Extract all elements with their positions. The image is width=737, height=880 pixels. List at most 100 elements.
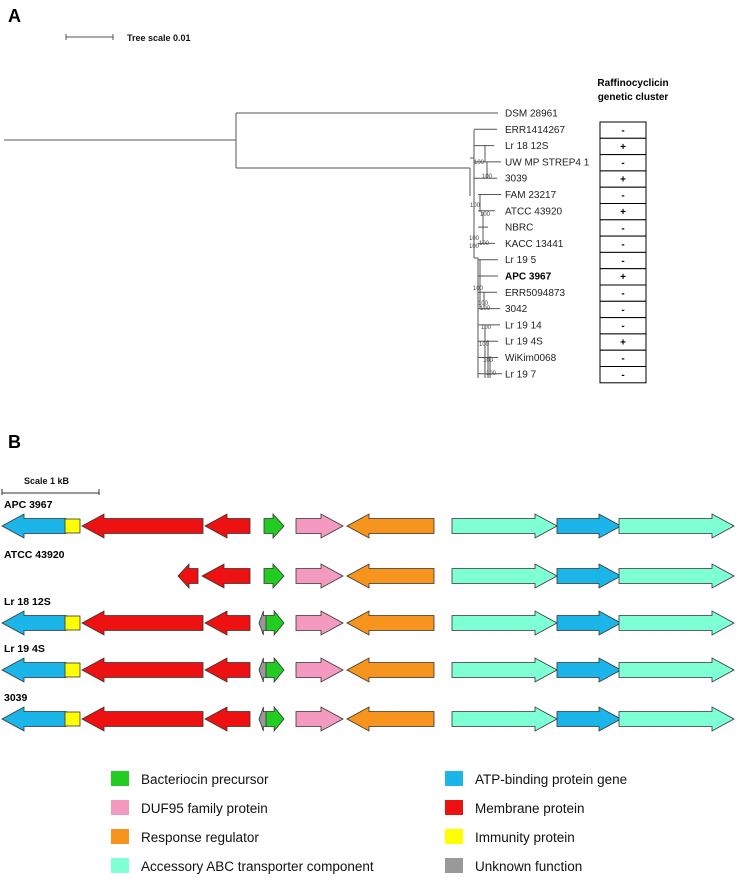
bacteriocin-precursor-gene	[263, 512, 285, 540]
cluster-presence-table: -+-+-+---+---+--	[599, 121, 647, 384]
bootstrap-label: 100	[473, 286, 484, 292]
accessory-abc-transporter-gene	[618, 706, 735, 732]
bootstrap-label: 100	[470, 203, 481, 209]
atp-binding-protein-gene	[556, 706, 622, 732]
tree-scale-label: Tree scale 0.01	[127, 33, 191, 43]
cluster-cell-value: -	[621, 223, 624, 234]
legend-label: DUF95 family protein	[141, 801, 268, 816]
response-regulator-gene	[346, 706, 435, 732]
taxon-label: WiKim0068	[505, 353, 557, 364]
bootstrap-label: 100	[478, 301, 489, 307]
taxon-label: ATCC 43920	[505, 206, 563, 217]
bootstrap-label: 100	[483, 358, 494, 364]
immunity-protein-gene	[64, 662, 81, 678]
atp-binding-protein-gene	[556, 657, 622, 683]
atp-binding-protein-gene	[556, 563, 622, 589]
bootstrap-label: 100	[481, 325, 492, 331]
gene-row: Lr 18 12S	[1, 596, 735, 637]
immunity-protein-gene	[64, 518, 81, 534]
legend-label: Unknown function	[475, 859, 582, 874]
accessory-abc-transporter-gene	[451, 563, 558, 589]
accessory-abc-transporter-gene	[451, 706, 558, 732]
membrane-protein-gene	[204, 513, 251, 539]
phylogenetic-tree: 1001001001001001001001001001001001001001…	[4, 112, 502, 378]
gene-row: ATCC 43920	[4, 549, 735, 590]
taxon-label: FAM 23217	[505, 190, 557, 201]
accessory-abc-transporter-gene	[451, 657, 558, 683]
gene-row: Lr 19 4S	[1, 643, 735, 684]
duf95-legend-swatch	[111, 800, 129, 815]
bootstrap-label: 100	[469, 236, 480, 242]
cluster-cell-value: -	[621, 289, 624, 300]
response-regulator-gene	[346, 610, 435, 636]
strain-label: Lr 19 4S	[4, 643, 45, 655]
taxon-label: Lr 19 7	[505, 369, 537, 380]
bacteriocin-precursor-gene	[265, 609, 285, 637]
taxon-label: NBRC	[505, 223, 533, 234]
response-legend-swatch	[111, 829, 129, 844]
strain-label: 3039	[4, 692, 28, 704]
atp-binding-protein-gene	[1, 610, 67, 636]
cluster-cell-value: -	[621, 191, 624, 202]
cluster-cell-value: -	[621, 305, 624, 316]
membrane-protein-gene	[177, 562, 199, 590]
cluster-cell-value: -	[621, 354, 624, 365]
atp-legend-swatch	[445, 771, 463, 786]
response-regulator-gene	[346, 513, 435, 539]
cluster-cell-value: -	[621, 256, 624, 267]
taxon-label: Lr 19 5	[505, 255, 537, 266]
cluster-cell-value: +	[620, 272, 626, 283]
legend-label: Bacteriocin precursor	[141, 772, 269, 787]
atp-binding-protein-gene	[556, 610, 622, 636]
duf95-family-protein-gene	[295, 706, 344, 732]
duf95-family-protein-gene	[295, 610, 344, 636]
accessory-abc-transporter-gene	[618, 610, 735, 636]
cluster-header-line2: genetic cluster	[598, 92, 669, 103]
membrane-legend-swatch	[445, 800, 463, 815]
legend-label: Accessory ABC transporter component	[141, 859, 374, 874]
taxon-label: UW MP STREP4 1	[505, 157, 590, 168]
strain-label: Lr 18 12S	[4, 596, 51, 608]
membrane-protein-gene	[201, 563, 251, 589]
membrane-protein-gene	[81, 706, 204, 732]
legend-label: Response regulator	[141, 830, 259, 845]
taxon-label: 3039	[505, 174, 528, 185]
bacteriocin-legend-swatch	[111, 771, 129, 786]
cluster-cell-value: -	[621, 126, 624, 137]
bacteriocin-precursor-gene	[265, 656, 285, 684]
membrane-protein-gene	[204, 706, 251, 732]
membrane-protein-gene	[81, 610, 204, 636]
taxon-label: DSM 28961	[505, 109, 558, 120]
taxon-label: Lr 19 14	[505, 320, 542, 331]
legend-label: Immunity protein	[475, 830, 575, 845]
accessory-abc-transporter-gene	[451, 513, 558, 539]
taxon-label: ERR5094873	[505, 288, 565, 299]
membrane-protein-gene	[204, 657, 251, 683]
bacteriocin-precursor-gene	[265, 705, 285, 733]
membrane-protein-gene	[81, 657, 204, 683]
legend-label: Membrane protein	[475, 801, 585, 816]
taxon-label: Lr 19 4S	[505, 337, 543, 348]
cluster-cell-value: +	[620, 207, 626, 218]
bacteriocin-precursor-gene	[263, 562, 285, 590]
duf95-family-protein-gene	[295, 513, 344, 539]
taxon-label: KACC 13441	[505, 239, 564, 250]
gene-scale-bar	[1, 489, 100, 495]
taxon-label: APC 3967	[505, 272, 552, 283]
taxon-label: ERR1414267	[505, 125, 565, 136]
cluster-cell-value: -	[621, 370, 624, 381]
cluster-cell-value: +	[620, 142, 626, 153]
bootstrap-label: 100	[480, 306, 491, 312]
atp-binding-protein-gene	[1, 706, 67, 732]
bootstrap-label: 100	[474, 160, 485, 166]
atp-binding-protein-gene	[556, 513, 622, 539]
bootstrap-label: 100	[480, 212, 491, 218]
cluster-cell-value: +	[620, 337, 626, 348]
cluster-cell-value: +	[620, 174, 626, 185]
legend-label: ATP-binding protein gene	[475, 772, 627, 787]
bootstrap-label: 100	[479, 342, 490, 348]
